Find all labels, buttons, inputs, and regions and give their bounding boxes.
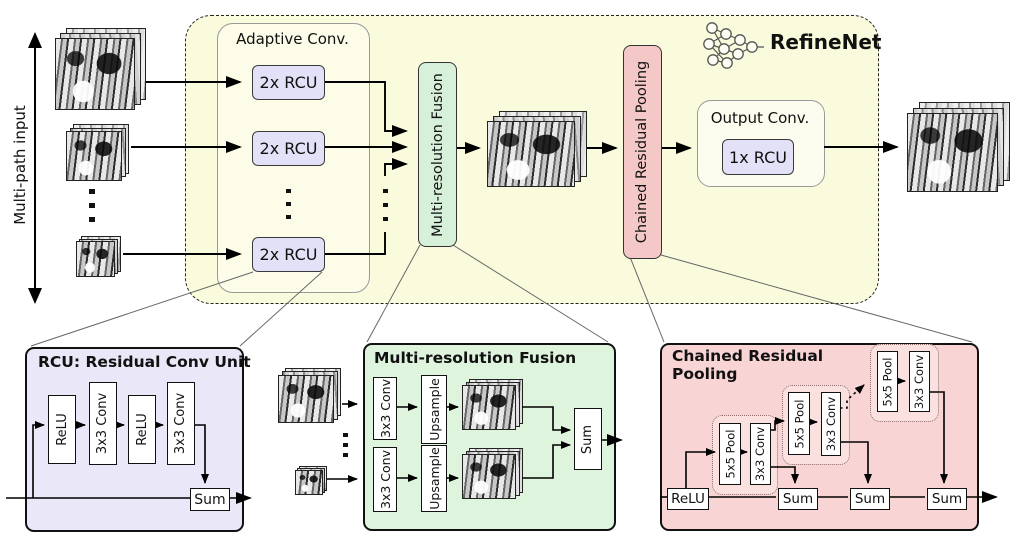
- fused-feature-image: [487, 111, 587, 187]
- rcu-conv-2: 3x3 Conv: [167, 382, 195, 465]
- crp-pool-3: 5x5 Pool: [877, 351, 898, 412]
- crp-sum-1: Sum: [778, 488, 818, 510]
- leader-lines: [30, 244, 973, 347]
- fusion-conv-2: 3x3 Conv: [373, 447, 397, 512]
- fusion-detail-arrows: [327, 400, 623, 483]
- fusion-sum-box: Sum: [574, 408, 602, 470]
- rcu-detail-title: RCU: Residual Conv Unit: [38, 353, 251, 371]
- input-image-stack-1: [55, 28, 147, 110]
- rcu-conv-1: 3x3 Conv: [89, 382, 117, 465]
- fusion-upsampled-stack-1: [462, 379, 524, 430]
- crp-conv-3: 3x3 Conv: [909, 351, 930, 412]
- rcu-relu-1: ReLU: [48, 395, 76, 464]
- rcu-block-1: 2x RCU: [252, 65, 325, 100]
- fusion-upsample-1: Upsample: [421, 375, 447, 444]
- fusion-conv-1: 3x3 Conv: [373, 377, 397, 440]
- input-image-stack-2: [66, 124, 130, 181]
- crp-sum-2: Sum: [850, 488, 890, 510]
- output-conv-title: Output Conv.: [710, 109, 810, 127]
- fusion-input-stack-large: [278, 368, 342, 423]
- rcu-sum-box: Sum: [190, 488, 230, 511]
- ellipsis-dots: [89, 189, 388, 457]
- crp-pool-2: 5x5 Pool: [788, 392, 810, 455]
- multipath-input-label: Multi-path input: [11, 105, 29, 225]
- rcu-block-3: 2x RCU: [252, 237, 325, 272]
- fusion-column: Multi-resolution Fusion: [418, 62, 457, 247]
- crp-detail-title: Chained Residual Pooling: [672, 347, 824, 383]
- crp-column: Chained Residual Pooling: [623, 45, 662, 259]
- crp-relu-box: ReLU: [667, 488, 709, 510]
- crp-sum-3: Sum: [927, 488, 967, 510]
- fusion-input-stack-small: [295, 466, 327, 495]
- output-rcu-block: 1x RCU: [722, 139, 794, 175]
- main-flow-arrows: [123, 76, 899, 260]
- input-image-stack-3: [76, 236, 121, 277]
- adaptive-conv-title: Adaptive Conv.: [236, 30, 349, 48]
- rcu-relu-2: ReLU: [128, 395, 156, 464]
- neural-network-icon: [703, 22, 764, 69]
- output-image-stack: [907, 102, 1010, 192]
- multipath-double-arrow: [28, 32, 42, 304]
- crp-conv-1: 3x3 Conv: [750, 423, 771, 485]
- crp-pool-1: 5x5 Pool: [719, 423, 741, 485]
- rcu-block-2: 2x RCU: [252, 131, 325, 166]
- fusion-detail-box: [363, 343, 616, 531]
- crp-detail-arrows: [660, 377, 998, 503]
- fusion-detail-title: Multi-resolution Fusion: [374, 349, 577, 367]
- fusion-upsampled-stack-2: [462, 448, 524, 499]
- fusion-upsample-2: Upsample: [421, 445, 447, 512]
- refinenet-title: RefineNet: [770, 30, 882, 54]
- crp-conv-2: 3x3 Conv: [821, 392, 841, 456]
